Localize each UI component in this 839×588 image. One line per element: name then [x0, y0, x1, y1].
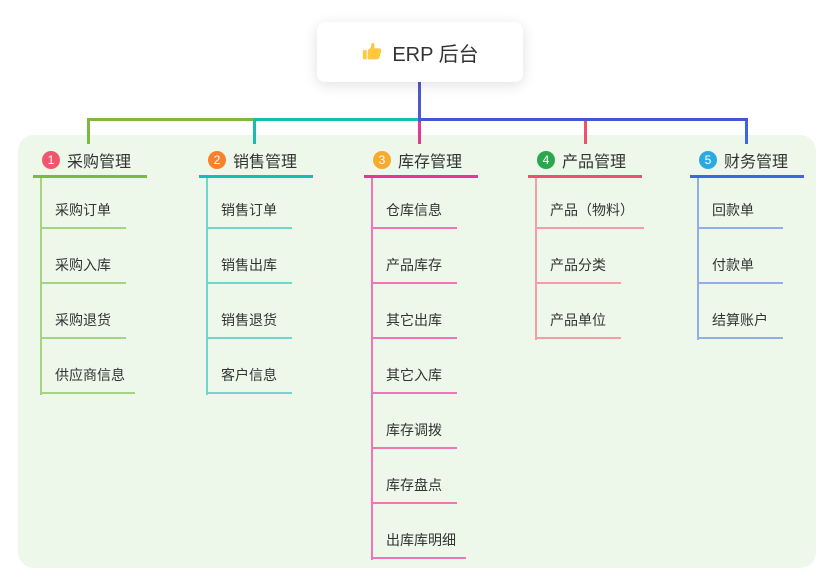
child-label: 出库库明细 [386, 532, 456, 548]
child-node[interactable]: 采购退货 [40, 310, 126, 339]
branch-label: 产品管理 [562, 153, 627, 171]
trunk-connector [418, 82, 421, 122]
branch-label: 库存管理 [398, 153, 463, 171]
child-label: 产品单位 [550, 312, 606, 328]
child-node[interactable]: 产品分类 [535, 255, 621, 284]
branch-label: 销售管理 [233, 153, 298, 171]
branch-badge: 5 [699, 150, 717, 169]
child-label: 仓库信息 [386, 202, 442, 218]
child-node[interactable]: 库存盘点 [371, 475, 457, 504]
branch-label: 采购管理 [67, 153, 132, 171]
bus-segment [418, 118, 748, 121]
root-label: ERP 后台 [392, 43, 479, 66]
branch-badge: 2 [208, 150, 226, 169]
child-node[interactable]: 付款单 [697, 255, 783, 284]
child-label: 付款单 [712, 257, 754, 273]
child-label: 采购退货 [55, 312, 111, 328]
child-label: 结算账户 [712, 312, 768, 328]
child-label: 产品分类 [550, 257, 606, 273]
branch-drop-connector [418, 118, 421, 144]
child-node[interactable]: 回款单 [697, 200, 783, 229]
branch-label: 财务管理 [724, 153, 789, 171]
child-label: 销售订单 [221, 202, 277, 218]
root-node[interactable]: ERP 后台 [317, 22, 523, 82]
branch-node-4[interactable]: 4 产品管理 [528, 147, 642, 178]
child-node[interactable]: 客户信息 [206, 365, 292, 394]
branch-badge: 4 [537, 150, 555, 169]
child-node[interactable]: 其它入库 [371, 365, 457, 394]
child-node[interactable]: 出库库明细 [371, 530, 466, 559]
child-label: 供应商信息 [55, 367, 125, 383]
branch-badge: 3 [373, 150, 391, 169]
branch-drop-connector [584, 118, 587, 144]
child-connector-line [40, 178, 42, 395]
branch-drop-connector [745, 118, 748, 144]
child-node[interactable]: 仓库信息 [371, 200, 457, 229]
child-label: 回款单 [712, 202, 754, 218]
child-label: 其它入库 [386, 367, 442, 383]
child-label: 销售出库 [221, 257, 277, 273]
child-node[interactable]: 产品（物料） [535, 200, 644, 229]
child-label: 产品（物料） [550, 202, 634, 218]
child-connector-line [371, 178, 373, 560]
child-connector-line [697, 178, 699, 340]
branch-node-2[interactable]: 2 销售管理 [199, 147, 313, 178]
child-connector-line [206, 178, 208, 395]
child-label: 其它出库 [386, 312, 442, 328]
child-label: 产品库存 [386, 257, 442, 273]
branch-drop-connector [87, 118, 90, 144]
child-label: 库存盘点 [386, 477, 442, 493]
bus-segment [253, 118, 418, 121]
child-connector-line [535, 178, 537, 340]
child-node[interactable]: 采购订单 [40, 200, 126, 229]
branch-node-5[interactable]: 5 财务管理 [690, 147, 804, 178]
child-node[interactable]: 产品单位 [535, 310, 621, 339]
branch-node-3[interactable]: 3 库存管理 [364, 147, 478, 178]
child-node[interactable]: 销售订单 [206, 200, 292, 229]
child-label: 采购入库 [55, 257, 111, 273]
child-node[interactable]: 结算账户 [697, 310, 783, 339]
child-node[interactable]: 其它出库 [371, 310, 457, 339]
child-label: 库存调拨 [386, 422, 442, 438]
child-node[interactable]: 库存调拨 [371, 420, 457, 449]
child-label: 采购订单 [55, 202, 111, 218]
child-node[interactable]: 销售出库 [206, 255, 292, 284]
mindmap-panel [18, 135, 816, 568]
branch-badge: 1 [42, 150, 60, 169]
thumbs-up-icon [363, 42, 382, 60]
child-node[interactable]: 销售退货 [206, 310, 292, 339]
bus-segment [87, 118, 253, 121]
branch-node-1[interactable]: 1 采购管理 [33, 147, 147, 178]
child-node[interactable]: 采购入库 [40, 255, 126, 284]
child-label: 销售退货 [221, 312, 277, 328]
child-node[interactable]: 供应商信息 [40, 365, 135, 394]
branch-drop-connector [253, 118, 256, 144]
child-node[interactable]: 产品库存 [371, 255, 457, 284]
child-label: 客户信息 [221, 367, 277, 383]
